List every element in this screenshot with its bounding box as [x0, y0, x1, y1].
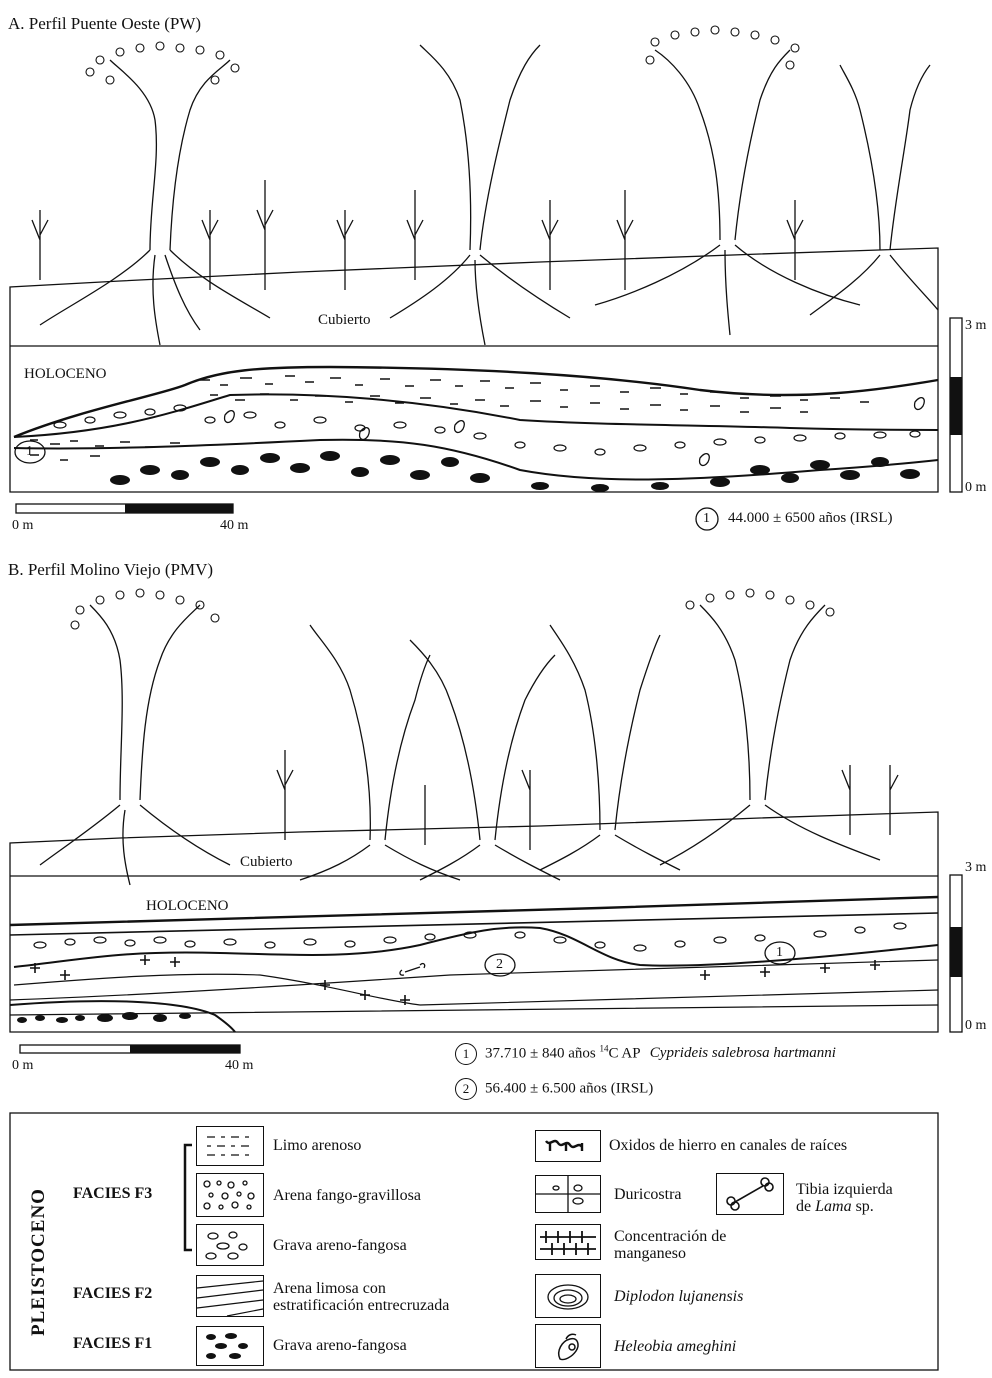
- panel-b-title: B. Perfil Molino Viejo (PMV): [8, 560, 213, 580]
- panel-a-trees: [32, 45, 938, 345]
- swatch-arena-fango-gravillosa: [196, 1173, 264, 1217]
- legend-arena-limosa-line2: estratificación entrecruzada: [273, 1297, 449, 1314]
- panel-b-layer-mid: [14, 927, 938, 967]
- facies-f3-bracket: [185, 1145, 192, 1250]
- panel-b-cubierto-label: Cubierto: [240, 854, 293, 871]
- swatch-duricostra-icon: [535, 1175, 601, 1213]
- panel-b-date-1-marker: 1: [455, 1043, 477, 1065]
- scale-fills: [125, 377, 962, 1053]
- panel-b-date-1-unit: C AP: [608, 1045, 640, 1061]
- legend-grava-areno-f3: Grava areno-fangosa: [273, 1237, 407, 1254]
- swatch-manganeso-icon: [535, 1224, 601, 1260]
- legend-arena-limosa: Arena limosa con estratificación entrecr…: [273, 1280, 449, 1314]
- panel-a-layer-top: [14, 367, 938, 437]
- swatch-arena-limosa: [196, 1275, 264, 1317]
- legend-heleobia: Heleobia ameghini: [614, 1338, 736, 1355]
- panel-b-date-2-text: 56.400 ± 6.500 años (IRSL): [485, 1080, 653, 1096]
- legend-pleistoceno: PLEISTOCENO: [22, 1162, 56, 1362]
- tibia-lama: Lama: [815, 1198, 851, 1215]
- legend-arena-fango: Arena fango-gravillosa: [273, 1187, 421, 1204]
- panel-b-scale-left: 0 m: [12, 1058, 33, 1074]
- tibia-de: de: [796, 1198, 815, 1215]
- legend-tibia-line2: de Lama sp.: [796, 1198, 893, 1215]
- panel-b-scale-bottom: 0 m: [965, 1018, 986, 1034]
- panel-b-date-2-marker: 2: [455, 1078, 477, 1100]
- swatch-limo-arenoso: [196, 1126, 264, 1166]
- legend-manganeso: Concentración de manganeso: [614, 1228, 726, 1262]
- panel-a-date-marker: 1: [703, 511, 710, 527]
- legend-tibia: Tibia izquierda de Lama sp.: [796, 1181, 893, 1215]
- legend-grava-areno-f1: Grava areno-fangosa: [273, 1337, 407, 1354]
- pleistoceno-label: PLEISTOCENO: [28, 1188, 50, 1336]
- tibia-sp: sp.: [852, 1198, 874, 1215]
- legend-arena-limosa-line1: Arena limosa con: [273, 1280, 449, 1297]
- panel-a-cubierto-label: Cubierto: [318, 312, 371, 329]
- facies-f3-label: FACIES F3: [73, 1185, 152, 1203]
- panel-b-scale-top: 3 m: [965, 860, 986, 876]
- panel-a-sample-marker: 1: [26, 444, 33, 460]
- panel-b-date-1-species: Cyprideis salebrosa hartmanni: [650, 1045, 836, 1061]
- panel-a-scale-right: 40 m: [220, 518, 248, 534]
- panel-a-scale-top: 3 m: [965, 318, 986, 334]
- panel-b-marker-2: 2: [496, 957, 503, 973]
- swatch-grava-areno-f3: [196, 1224, 264, 1266]
- panel-a-holoceno-label: HOLOCENO: [24, 366, 107, 383]
- panel-b-date-2: 2 56.400 ± 6.500 años (IRSL): [455, 1078, 653, 1100]
- legend-duricostra: Duricostra: [614, 1186, 682, 1203]
- swatch-oxidos-icon: [535, 1130, 601, 1162]
- panel-a-scale-left: 0 m: [12, 518, 33, 534]
- swatch-tibia-icon: [716, 1173, 784, 1215]
- swatch-heleobia-icon: [535, 1324, 601, 1368]
- legend-manganeso-line1: Concentración de: [614, 1228, 726, 1245]
- panel-b-trees: [40, 605, 898, 885]
- legend-limo-arenoso: Limo arenoso: [273, 1137, 361, 1154]
- legend-diplodon: Diplodon lujanensis: [614, 1288, 743, 1305]
- panel-b-date-1-text: 37.710 ± 840 años: [485, 1045, 596, 1061]
- panel-b-marker-1: 1: [776, 945, 783, 961]
- swatch-diplodon-icon: [535, 1274, 601, 1318]
- panel-b-scale-right: 40 m: [225, 1058, 253, 1074]
- legend-oxidos: Oxidos de hierro en canales de raíces: [609, 1137, 847, 1154]
- facies-f2-label: FACIES F2: [73, 1285, 152, 1303]
- panel-a-date-text: 44.000 ± 6500 años (IRSL): [728, 510, 892, 527]
- legend-tibia-line1: Tibia izquierda: [796, 1181, 893, 1198]
- swatch-grava-areno-f1: [196, 1326, 264, 1366]
- panel-a-scale-bottom: 0 m: [965, 480, 986, 496]
- panel-b-holoceno-label: HOLOCENO: [146, 898, 229, 915]
- facies-f1-label: FACIES F1: [73, 1335, 152, 1353]
- legend-manganeso-line2: manganeso: [614, 1245, 726, 1262]
- panel-b-date-1: 137.710 ± 840 años 14C AP Cyprideis sale…: [455, 1043, 836, 1065]
